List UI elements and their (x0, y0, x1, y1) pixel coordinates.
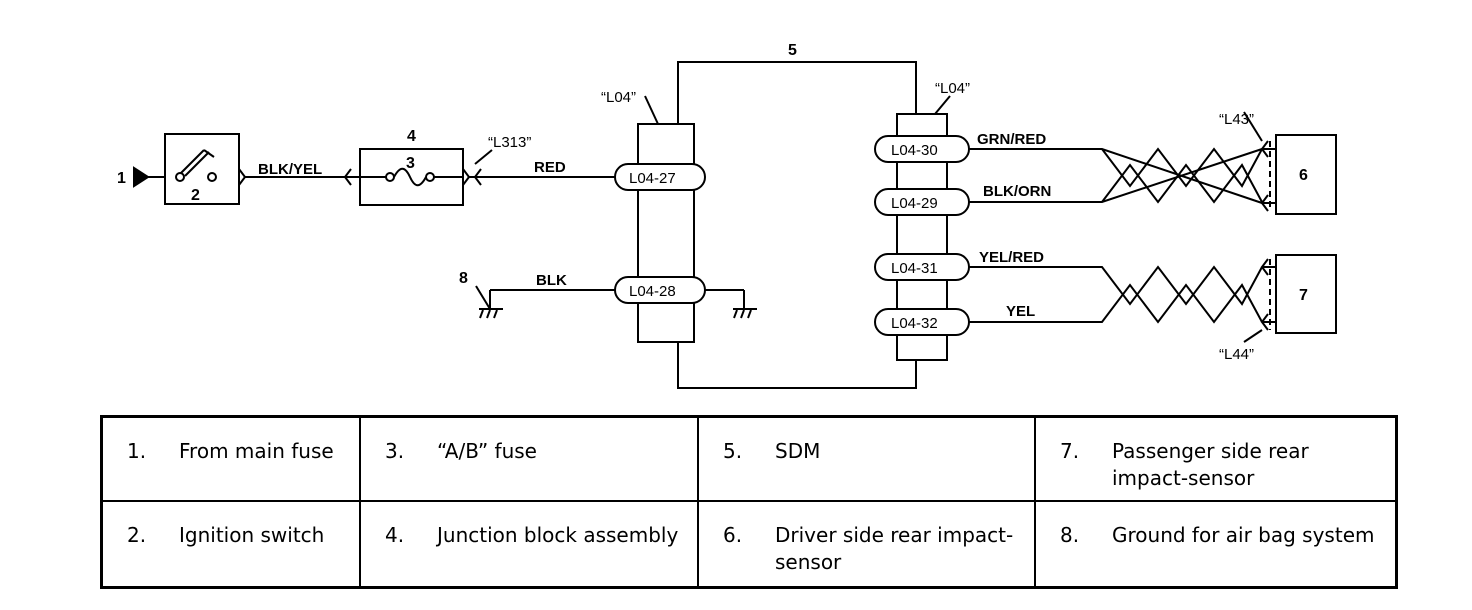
wire-label-blk: BLK (536, 272, 567, 289)
legend-number: 1. (127, 439, 147, 463)
legend-item: 6. Driver side rear impact-sensor (699, 502, 1036, 586)
terminal-l04-30: L04-30 (891, 142, 938, 159)
callout-1: 1 (117, 170, 126, 187)
legend-number: 3. (385, 439, 405, 463)
ignition-switch-box (164, 133, 240, 205)
legend-text: Ignition switch (179, 523, 325, 547)
sensor-7-box (1275, 254, 1337, 334)
connector-l04-left (637, 123, 695, 343)
callout-2: 2 (191, 187, 200, 204)
legend-text: Driver side rear impact-sensor (775, 523, 1014, 574)
connector-label-l43: “L43” (1219, 111, 1254, 128)
callout-8: 8 (459, 270, 468, 287)
legend-number: 6. (723, 523, 743, 547)
connector-label-l313: “L313” (488, 134, 531, 151)
legend-item: 8. Ground for air bag system (1036, 502, 1395, 586)
wire-label-blk-orn: BLK/ORN (983, 183, 1051, 200)
legend-text: Junction block assembly (437, 523, 679, 547)
wiring-diagram: 1 2 3 4 5 6 7 8 “L313” “L04” “L04” “L43”… (117, 42, 1337, 389)
legend-item: 7. Passenger side rear impact-sensor (1036, 418, 1395, 502)
terminal-l04-28: L04-28 (629, 283, 676, 300)
wire-label-grn-red: GRN/RED (977, 131, 1046, 148)
connector-label-l04-left: “L04” (601, 89, 636, 106)
connector-label-l04-right: “L04” (935, 80, 970, 97)
legend-item: 5. SDM (699, 418, 1036, 502)
wire-label-yel: YEL (1006, 303, 1035, 320)
legend-text: From main fuse (179, 439, 334, 463)
terminal-l04-27: L04-27 (629, 170, 676, 187)
terminal-l04-32: L04-32 (891, 315, 938, 332)
wire-label-red: RED (534, 159, 566, 176)
legend-number: 8. (1060, 523, 1080, 547)
connector-l04-right (896, 113, 948, 361)
wire-label-yel-red: YEL/RED (979, 249, 1044, 266)
terminal-l04-31: L04-31 (891, 260, 938, 277)
input-arrow (133, 166, 150, 188)
callout-7: 7 (1299, 287, 1308, 304)
legend-item: 1. From main fuse (103, 418, 361, 502)
legend-number: 2. (127, 523, 147, 547)
fuse-symbol (393, 167, 427, 187)
legend-number: 4. (385, 523, 405, 547)
legend-text: Passenger side rear impact-sensor (1112, 439, 1309, 490)
terminal-l04-29: L04-29 (891, 195, 938, 212)
callout-5: 5 (788, 42, 797, 59)
legend-text: Ground for air bag system (1112, 523, 1375, 547)
connector-label-l44: “L44” (1219, 346, 1254, 363)
sdm-outline (677, 61, 917, 124)
legend-number: 5. (723, 439, 743, 463)
legend-text: “A/B” fuse (437, 439, 537, 463)
legend-table: 1. From main fuse 3. “A/B” fuse 5. SDM 7. Pa… (100, 415, 1398, 589)
callout-3: 3 (406, 155, 415, 172)
sensor-6-box (1275, 134, 1337, 215)
wire-label-blk-yel: BLK/YEL (258, 161, 322, 178)
legend-item: 2. Ignition switch (103, 502, 361, 586)
callout-6: 6 (1299, 167, 1308, 184)
legend-number: 7. (1060, 439, 1080, 463)
legend-item: 3. “A/B” fuse (361, 418, 699, 502)
legend-item: 4. Junction block assembly (361, 502, 699, 586)
legend-text: SDM (775, 439, 821, 463)
callout-4: 4 (407, 128, 416, 145)
